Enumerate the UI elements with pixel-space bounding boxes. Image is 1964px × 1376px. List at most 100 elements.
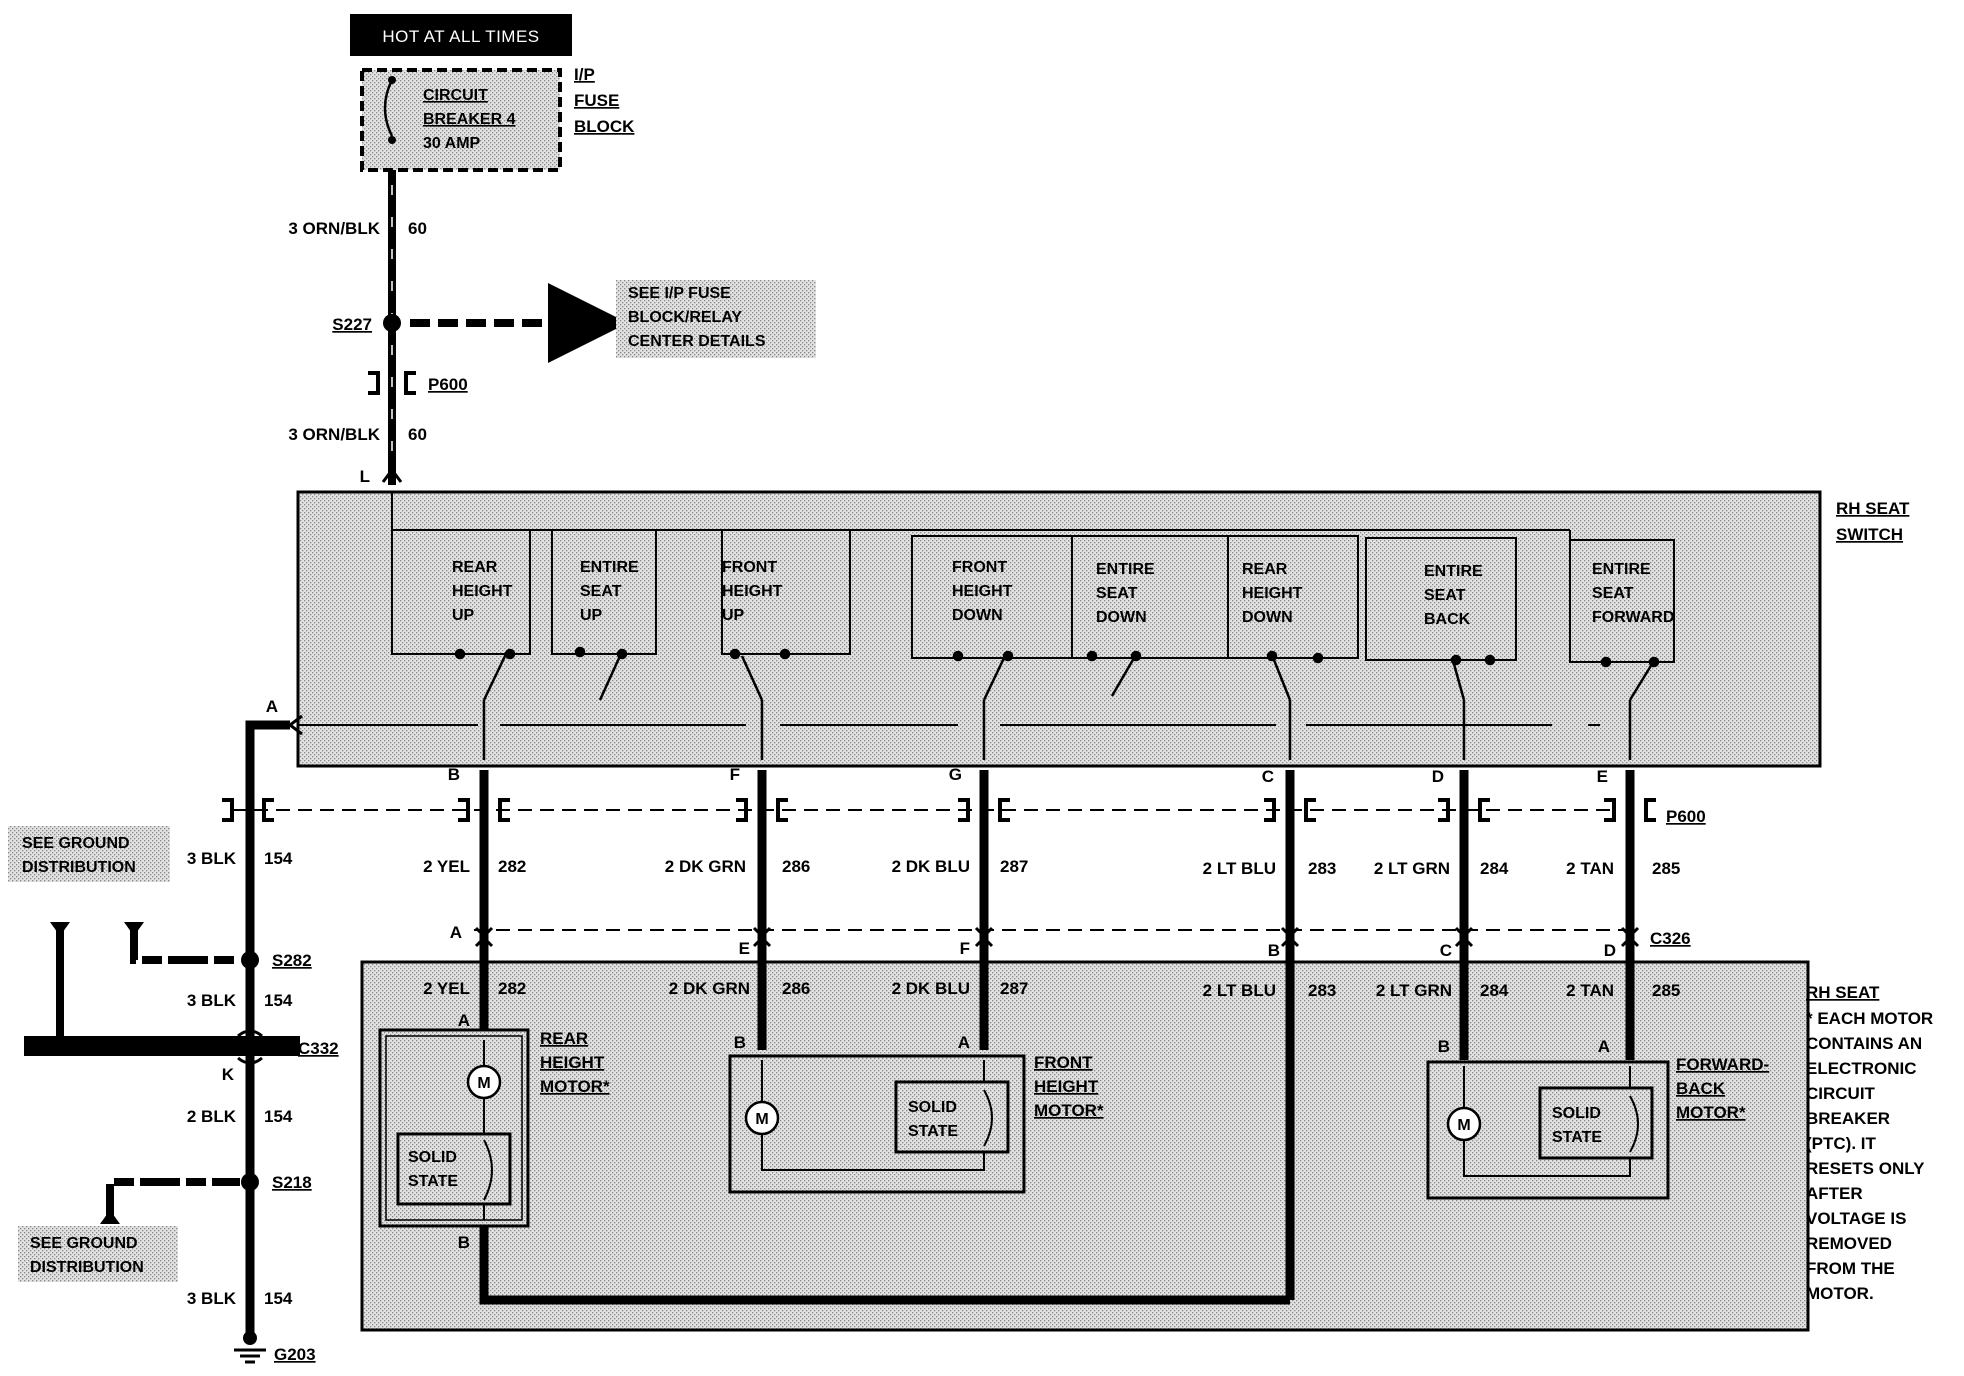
- switch-contacts: [454, 646, 1660, 760]
- switch-pin-d: D: [1432, 767, 1444, 786]
- note-line-11: FROM THE: [1806, 1259, 1895, 1278]
- forward-back-motor-label-3: MOTOR*: [1676, 1103, 1746, 1122]
- fuse-block-label-1: I/P: [574, 65, 595, 84]
- seat-wire-284-circuit: 284: [1480, 981, 1509, 1000]
- see-ground-1-line-2: DISTRIBUTION: [22, 859, 136, 876]
- c326-label: C326: [1650, 929, 1691, 948]
- rh-seat-label: RH SEAT: [1806, 983, 1880, 1002]
- fn-entire-seat-down-2: SEAT: [1096, 585, 1138, 602]
- ground-wire-color-2: 3 BLK: [187, 991, 237, 1010]
- seat-wire-287-color: 2 DK BLU: [892, 979, 970, 998]
- note-line-12: MOTOR.: [1806, 1284, 1874, 1303]
- forward-back-motor-m: M: [1457, 1117, 1470, 1134]
- ground-circuit-1: 154: [264, 849, 293, 868]
- front-motor-pin-b: B: [734, 1033, 746, 1052]
- note-line-2: CONTAINS AN: [1806, 1034, 1922, 1053]
- feed-circuit-lower: 60: [408, 425, 427, 444]
- fn-front-height-up-3: UP: [722, 607, 745, 624]
- front-height-motor: M SOLID STATE: [728, 1054, 1026, 1194]
- rear-solid-state-1: SOLID: [408, 1149, 457, 1166]
- fn-rear-height-down-1: REAR: [1242, 561, 1288, 578]
- switch-pin-c: C: [1262, 767, 1274, 786]
- note-line-8: AFTER: [1806, 1184, 1863, 1203]
- wire-283-return: [479, 1226, 1290, 1305]
- ground-wire-color-4: 3 BLK: [187, 1289, 237, 1308]
- wire-285-color: 2 TAN: [1566, 859, 1614, 878]
- hot-at-all-times-banner: HOT AT ALL TIMES: [350, 14, 572, 56]
- fuse-block-label-2: FUSE: [574, 91, 619, 110]
- splice-s227-label: S227: [332, 315, 372, 334]
- seat-wire-282-color: 2 YEL: [423, 979, 470, 998]
- forward-back-motor-label-1: FORWARD-: [1676, 1055, 1769, 1074]
- front-motor-label-1: FRONT: [1034, 1053, 1093, 1072]
- seat-wire-287-circuit: 287: [1000, 979, 1028, 998]
- p600-harness-label: P600: [1666, 807, 1706, 826]
- feed-wire-color-lower: 3 ORN/BLK: [288, 425, 380, 444]
- ground-wire-color-1: 3 BLK: [187, 849, 237, 868]
- rear-motor-m: M: [477, 1075, 490, 1092]
- p600-feed-label: P600: [428, 375, 468, 394]
- wire-283-circuit: 283: [1308, 859, 1336, 878]
- forward-back-solid-state-1: SOLID: [1552, 1105, 1601, 1122]
- seat-wire-282-circuit: 282: [498, 979, 526, 998]
- see-ground-1-line-1: SEE GROUND: [22, 835, 130, 852]
- rh-seat-switch-label-2: SWITCH: [1836, 525, 1903, 544]
- switch-pin-f: F: [730, 765, 740, 784]
- front-motor-m: M: [755, 1111, 768, 1128]
- see-ground-distribution-box-2: SEE GROUND DISTRIBUTION: [18, 1226, 178, 1282]
- fn-front-height-down-2: HEIGHT: [952, 583, 1013, 600]
- switch-pin-b: B: [448, 765, 460, 784]
- forward-back-motor-pin-b: B: [1438, 1037, 1450, 1056]
- rh-seat-switch-label-1: RH SEAT: [1836, 499, 1910, 518]
- seat-wire-286-circuit: 286: [782, 979, 810, 998]
- rear-solid-state-2: STATE: [408, 1173, 458, 1190]
- note-line-4: CIRCUIT: [1806, 1084, 1876, 1103]
- ground-circuit-2: 154: [264, 991, 293, 1010]
- splice-s282-label: S282: [272, 951, 312, 970]
- circuit-breaker-box: CIRCUIT BREAKER 4 30 AMP: [360, 68, 562, 172]
- rear-motor-label-1: REAR: [540, 1029, 588, 1048]
- switch-pin-e: E: [1597, 767, 1608, 786]
- splice-s218-label: S218: [272, 1173, 312, 1192]
- wire-285-circuit: 285: [1652, 859, 1680, 878]
- see-fuse-line-3: CENTER DETAILS: [628, 333, 766, 350]
- switch-pin-a: A: [266, 697, 278, 716]
- fn-rear-height-down-2: HEIGHT: [1242, 585, 1303, 602]
- note-line-5: BREAKER: [1806, 1109, 1890, 1128]
- fn-entire-seat-back-3: BACK: [1424, 611, 1471, 628]
- see-ground-2-line-1: SEE GROUND: [30, 1235, 138, 1252]
- fn-rear-height-down-3: DOWN: [1242, 609, 1293, 626]
- g203-label: G203: [274, 1345, 316, 1364]
- breaker-line-3: 30 AMP: [423, 135, 481, 152]
- wire-284-circuit: 284: [1480, 859, 1509, 878]
- seat-wire-283-color: 2 LT BLU: [1203, 981, 1276, 1000]
- c326-pin-labels: A E F B C D: [450, 923, 1616, 960]
- switch-function-labels: REAR HEIGHT UP ENTIRE SEAT UP FRONT HEIG…: [452, 559, 1674, 628]
- splice-s218: [241, 1173, 259, 1191]
- rear-motor-symbol: [466, 1064, 502, 1100]
- forward-back-motor-symbol: [1446, 1106, 1482, 1142]
- s282-branch: [130, 922, 240, 964]
- s218-branch: [106, 1178, 240, 1224]
- fn-rear-height-up-2: HEIGHT: [452, 583, 513, 600]
- front-motor-symbol: [744, 1100, 780, 1136]
- fn-front-height-up-1: FRONT: [722, 559, 777, 576]
- rh-seat-note: RH SEAT * EACH MOTOR CONTAINS AN ELECTRO…: [1806, 983, 1933, 1303]
- see-fuse-block-details-box: SEE I/P FUSE BLOCK/RELAY CENTER DETAILS: [616, 280, 816, 358]
- see-ground-distribution-box-1: SEE GROUND DISTRIBUTION: [8, 826, 170, 882]
- feed-circuit-upper: 60: [408, 219, 427, 238]
- wire-287-circuit: 287: [1000, 857, 1028, 876]
- seat-wire-284-color: 2 LT GRN: [1376, 981, 1452, 1000]
- c326-connector-marks: [474, 926, 1640, 948]
- splice-s282: [241, 951, 259, 969]
- seat-wire-285-color: 2 TAN: [1566, 981, 1614, 1000]
- c326-pin-a: A: [450, 923, 462, 942]
- rear-motor-pin-a: A: [458, 1011, 470, 1030]
- front-solid-state-2: STATE: [908, 1123, 958, 1140]
- fn-entire-seat-up-1: ENTIRE: [580, 559, 639, 576]
- wire-282-circuit: 282: [498, 857, 526, 876]
- note-line-3: ELECTRONIC: [1806, 1059, 1917, 1078]
- fn-rear-height-up-1: REAR: [452, 559, 498, 576]
- ground-circuit-4: 154: [264, 1289, 293, 1308]
